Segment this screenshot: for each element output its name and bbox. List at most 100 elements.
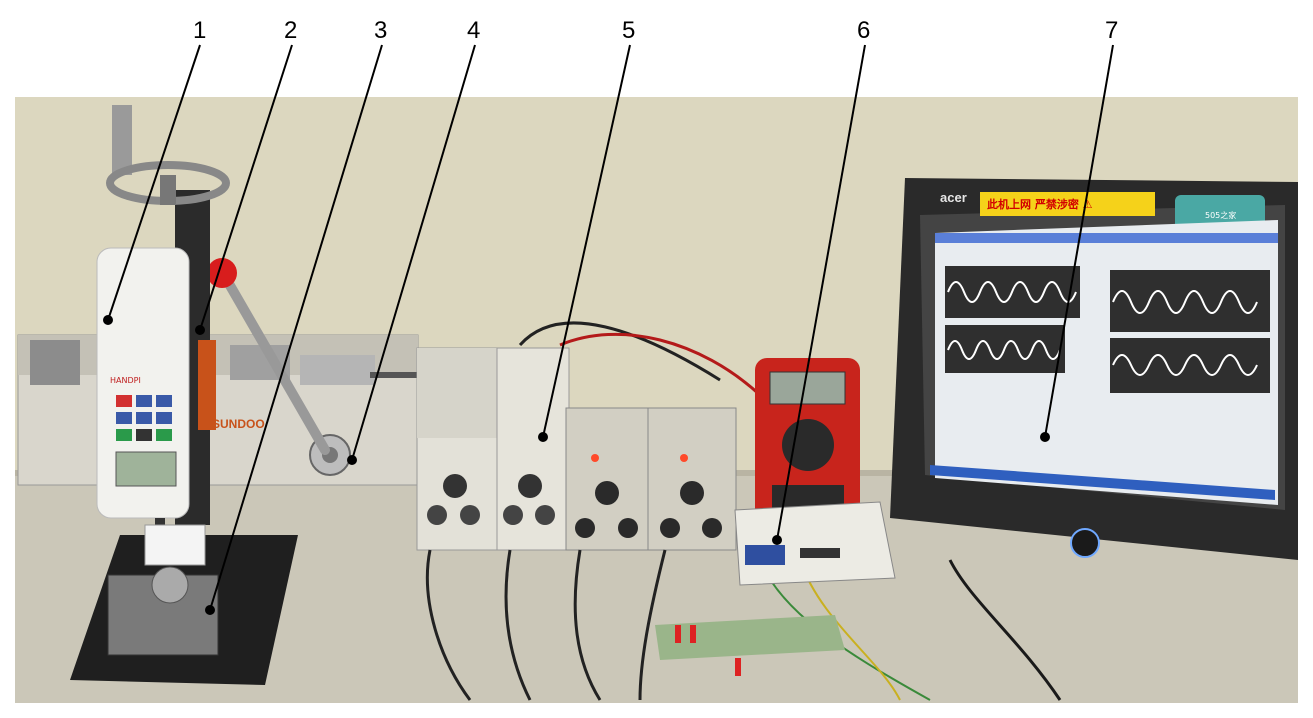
test-stand: SUNDOO <box>17 105 420 525</box>
software-titlebar <box>935 233 1278 243</box>
callout-line-1 <box>107 44 201 321</box>
callout-dot-1 <box>103 315 113 325</box>
cable-black-3 <box>504 549 532 701</box>
gauge-key-red <box>116 395 132 407</box>
cable-black-1 <box>518 321 721 382</box>
callout-number-7: 7 <box>1105 17 1118 44</box>
cable-red-1 <box>559 332 762 397</box>
callouts <box>103 44 1114 615</box>
amplifier-4-knob-c <box>702 518 722 538</box>
gauge-key-blue-5 <box>156 412 172 424</box>
callout-line-3 <box>209 44 383 611</box>
cable-black-2 <box>425 549 472 701</box>
gauge-lcd-display <box>115 451 177 487</box>
connector-red-2 <box>690 625 696 643</box>
wheel-hub <box>160 175 176 205</box>
callout-dot-5 <box>538 432 548 442</box>
amplifier-4-knob-a <box>680 481 704 505</box>
callout-number-5: 5 <box>622 17 635 44</box>
gauge-key-green-1 <box>116 429 132 441</box>
amplifier-1-knob-b <box>427 505 447 525</box>
circuit-board-plate <box>655 615 845 660</box>
waveform-trace-1 <box>947 281 1077 303</box>
multimeter-display <box>769 371 846 405</box>
rail-clamp-right <box>300 355 375 385</box>
callout-number-6: 6 <box>857 17 870 44</box>
amplifier-3-knob-a <box>595 481 619 505</box>
taskbar <box>930 465 1275 500</box>
amplifier-rack <box>416 347 737 551</box>
amplifier-3-knob-c <box>618 518 638 538</box>
callout-number-1: 1 <box>193 17 206 44</box>
callout-dot-3 <box>205 605 215 615</box>
rail-clamp-left <box>30 340 80 385</box>
daq-logo <box>745 545 785 565</box>
warning-sign <box>980 192 1155 216</box>
amplifier-1-knob-a <box>443 474 467 498</box>
callout-dot-4 <box>347 455 357 465</box>
gauge-key-blue-4 <box>136 412 152 424</box>
stand-column-label <box>198 340 216 430</box>
multimeter <box>755 358 860 523</box>
monitor-sticker-text: 505之家 <box>1205 210 1236 220</box>
lever-arm <box>223 277 330 455</box>
callout-line-6 <box>776 44 866 541</box>
amplifier-2-knob-b <box>503 505 523 525</box>
daq-box <box>734 501 896 586</box>
specimen-paper <box>144 524 206 566</box>
callout-line-7 <box>1044 44 1114 438</box>
amplifier-2-knob-a <box>518 474 542 498</box>
stand-brand-text: SUNDOO <box>212 417 265 431</box>
gauge-key-blue-1 <box>136 395 152 407</box>
amplifier-3-knob-b <box>575 518 595 538</box>
callout-dot-7 <box>1040 432 1050 442</box>
callout-number-2: 2 <box>284 17 297 44</box>
force-gauge: HANDPI <box>96 247 190 548</box>
gauge-key-dark <box>136 429 152 441</box>
gauge-key-blue-2 <box>156 395 172 407</box>
amplifier-4-led <box>680 454 688 462</box>
multimeter-dial <box>782 419 834 471</box>
amplifier-2-knob-c <box>535 505 555 525</box>
connector-red-1 <box>675 625 681 643</box>
cable-black-5 <box>638 549 667 701</box>
gauge-brand-text: HANDPI <box>110 376 141 385</box>
daq-port <box>800 548 840 558</box>
callout-number-3: 3 <box>374 17 387 44</box>
fixture-cylinder <box>151 566 189 604</box>
callout-dot-2 <box>195 325 205 335</box>
waveform-panel-2 <box>1110 270 1270 332</box>
monitor-power-button <box>1070 528 1100 558</box>
rail-slot <box>370 372 420 378</box>
waveform-panel-4 <box>1110 338 1270 393</box>
monitor-brand-text: acer <box>940 190 967 205</box>
waveform-trace-4 <box>1112 354 1258 376</box>
waveform-trace-3 <box>947 340 1061 360</box>
monitor: acer 此机上网 严禁涉密 ⚠ 505之家 <box>890 178 1298 560</box>
cable-black-4 <box>573 549 602 701</box>
callout-line-5 <box>542 44 631 438</box>
circuit-board <box>655 615 845 676</box>
amplifier-1-top <box>417 348 497 438</box>
callout-number-4: 4 <box>467 17 480 44</box>
callout-dot-6 <box>772 535 782 545</box>
amplifier-3-led <box>591 454 599 462</box>
gauge-key-blue-3 <box>116 412 132 424</box>
waveform-trace-2 <box>1112 290 1258 314</box>
amplifier-1-knob-c <box>460 505 480 525</box>
amplifier-4-knob-b <box>660 518 680 538</box>
connector-red-3 <box>735 658 741 676</box>
callout-line-4 <box>351 44 476 461</box>
red-lever-ball <box>207 258 237 288</box>
gauge-body <box>96 247 190 519</box>
fixture-base <box>70 524 298 685</box>
callout-line-2 <box>199 44 293 331</box>
callout-numbers: 1 2 3 4 5 6 7 <box>193 17 1118 44</box>
daq-device <box>734 501 896 586</box>
cable-black-6 <box>948 559 1062 701</box>
warning-sign-text: 此机上网 严禁涉密 ⚠ <box>987 197 1093 211</box>
top-shaft <box>112 105 132 175</box>
gauge-key-green-2 <box>156 429 172 441</box>
